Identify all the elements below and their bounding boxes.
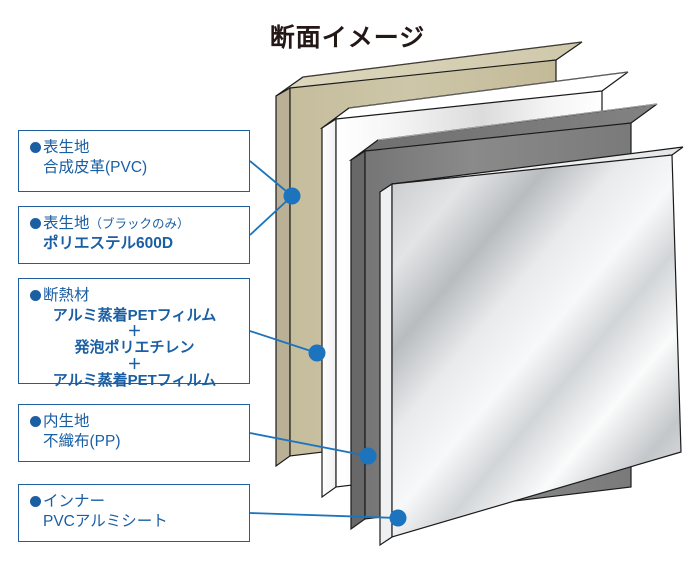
- bullet-dot-icon: [30, 142, 41, 153]
- leader-dot-3: [359, 447, 377, 465]
- callout-body: ポリエステル600D: [43, 234, 174, 252]
- leader-dot-4: [389, 509, 407, 527]
- callout-heading: 表生地: [43, 215, 90, 232]
- callout-outer-fabric-pvc[interactable]: 表生地 合成皮革(PVC): [18, 130, 250, 192]
- callout-body: 不織布(PP): [43, 432, 121, 450]
- callout-body-plus: ＋: [127, 323, 142, 340]
- bullet-dot-icon: [30, 496, 41, 507]
- page-title: 断面イメージ: [269, 24, 426, 52]
- leader-dot-0: [283, 187, 301, 205]
- callout-insulation[interactable]: 断熱材 アルミ蒸着PETフィルム ＋ 発泡ポリエチレン ＋ アルミ蒸着PETフィ…: [18, 278, 250, 389]
- leader-lines: [249, 160, 399, 519]
- leader-line-4: [249, 512, 399, 519]
- callout-heading-note: （ブラックのみ）: [89, 217, 190, 231]
- callout-inner-fabric[interactable]: 内生地 不織布(PP): [18, 404, 250, 462]
- callout-body-line: アルミ蒸着PETフィルム: [52, 306, 217, 324]
- callout-heading-row: 表生地（ブラックのみ）: [30, 214, 239, 234]
- leader-dots: [283, 187, 407, 527]
- callout-body: 合成皮革(PVC): [43, 158, 148, 176]
- callout-heading-row: 断熱材: [30, 286, 239, 306]
- callout-heading: インナー: [43, 493, 106, 510]
- bullet-dot-icon: [30, 218, 41, 229]
- leader-line-3: [249, 432, 369, 457]
- callout-heading: 断熱材: [43, 287, 90, 304]
- callout-body: PVCアルミシート: [43, 512, 168, 530]
- leader-line-0: [249, 160, 293, 197]
- leader-line-1: [249, 195, 293, 236]
- callout-outer-fabric-polyester[interactable]: 表生地（ブラックのみ） ポリエステル600D: [18, 206, 250, 264]
- leader-line-2: [249, 330, 318, 354]
- callout-body-block: アルミ蒸着PETフィルム ＋ 発泡ポリエチレン ＋ アルミ蒸着PETフィルム: [30, 306, 239, 390]
- callout-body-plus: ＋: [127, 355, 142, 372]
- callout-heading: 内生地: [43, 413, 90, 430]
- callout-inner-sheet[interactable]: インナー PVCアルミシート: [18, 484, 250, 542]
- callout-body-line: 発泡ポリエチレン: [74, 339, 195, 357]
- bullet-dot-icon: [30, 416, 41, 427]
- callout-heading-row: 内生地: [30, 412, 239, 432]
- callout-heading-row: インナー: [30, 492, 239, 512]
- bullet-dot-icon: [30, 290, 41, 301]
- inner-sheet-panel: [379, 146, 684, 547]
- callout-heading-row: 表生地: [30, 138, 239, 158]
- callout-heading: 表生地: [43, 139, 90, 156]
- callout-body-line: アルミ蒸着PETフィルム: [52, 371, 217, 389]
- leader-dot-2: [308, 344, 326, 362]
